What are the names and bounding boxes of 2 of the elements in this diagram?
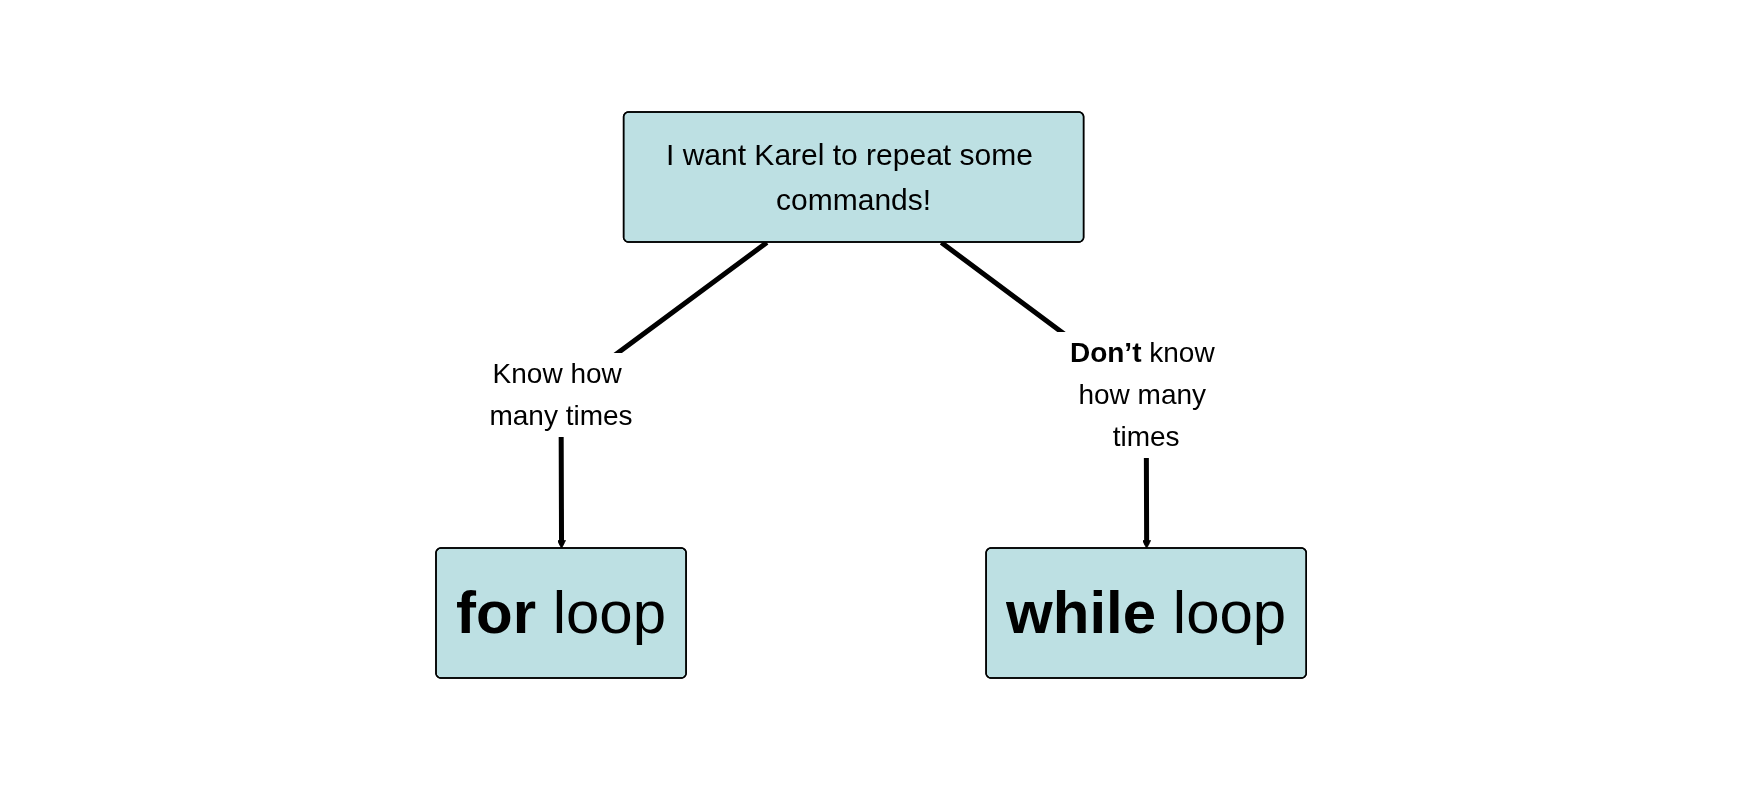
edge-label: Know how many times [489, 358, 633, 431]
edge-label: Don’t know how many times [1070, 337, 1215, 452]
